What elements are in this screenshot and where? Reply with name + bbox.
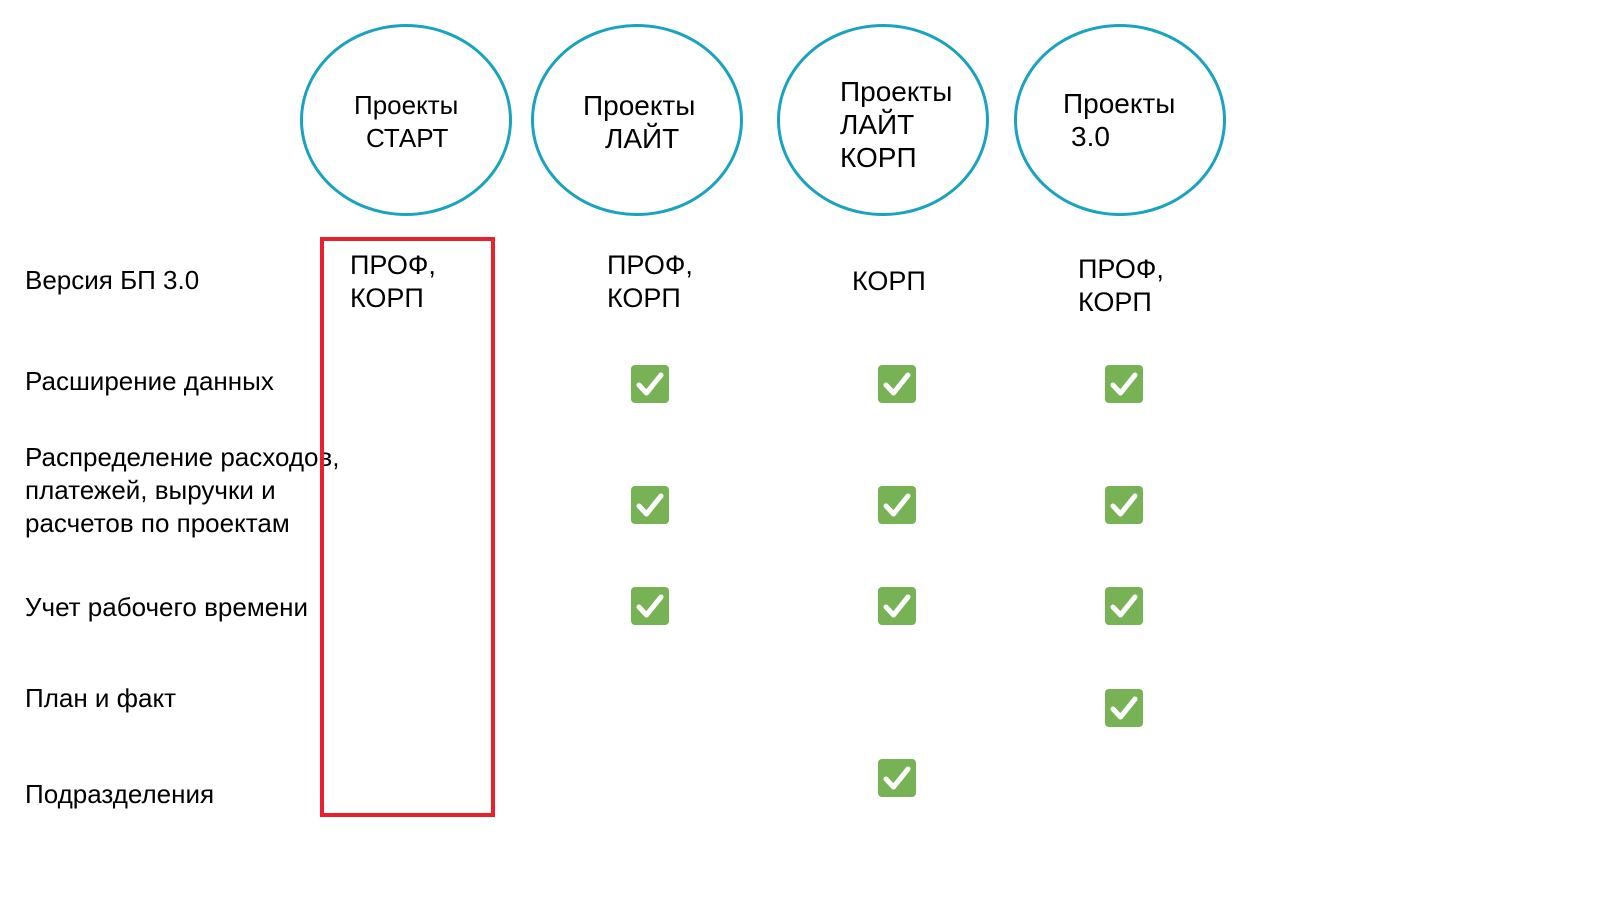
check-mark-icon xyxy=(1105,365,1143,403)
row-label-departments: Подразделения xyxy=(25,779,215,809)
row-label-version: Версия БП 3.0 xyxy=(25,265,200,295)
row-label-time-tracking: Учет рабочего времени xyxy=(25,592,309,622)
row-label-data-extension: Расширение данных xyxy=(25,366,274,396)
product-label-v3: Проекты 3.0 xyxy=(1063,88,1176,152)
check-mark-icon xyxy=(878,365,916,403)
product-label-lite-corp: Проекты ЛАЙТ КОРП xyxy=(840,76,953,173)
edition-v3: ПРОФ, КОРП xyxy=(1078,254,1164,317)
row-label-distribution: Распределение расходов, платежей, выручк… xyxy=(25,442,340,538)
check-mark-icon xyxy=(631,365,669,403)
edition-start: ПРОФ, КОРП xyxy=(350,250,436,313)
check-mark-icon xyxy=(631,587,669,625)
product-label-lite: Проекты ЛАЙТ xyxy=(583,90,696,154)
check-mark-icon xyxy=(878,759,916,797)
product-circle-lite xyxy=(531,24,743,216)
check-mark-icon xyxy=(878,486,916,524)
check-mark-icon xyxy=(1105,486,1143,524)
check-mark-icon xyxy=(1105,689,1143,727)
edition-lite-corp: КОРП xyxy=(852,266,926,296)
product-circle-start xyxy=(300,24,512,216)
check-mark-icon xyxy=(1105,587,1143,625)
product-circle-v3 xyxy=(1014,24,1226,216)
product-label-start: Проекты СТАРТ xyxy=(354,90,459,153)
row-label-plan-fact: План и факт xyxy=(25,683,177,713)
product-circle-lite-corp xyxy=(777,24,989,216)
check-mark-icon xyxy=(631,486,669,524)
edition-lite: ПРОФ, КОРП xyxy=(607,250,693,313)
start-column-highlight xyxy=(320,237,495,817)
check-mark-icon xyxy=(878,587,916,625)
